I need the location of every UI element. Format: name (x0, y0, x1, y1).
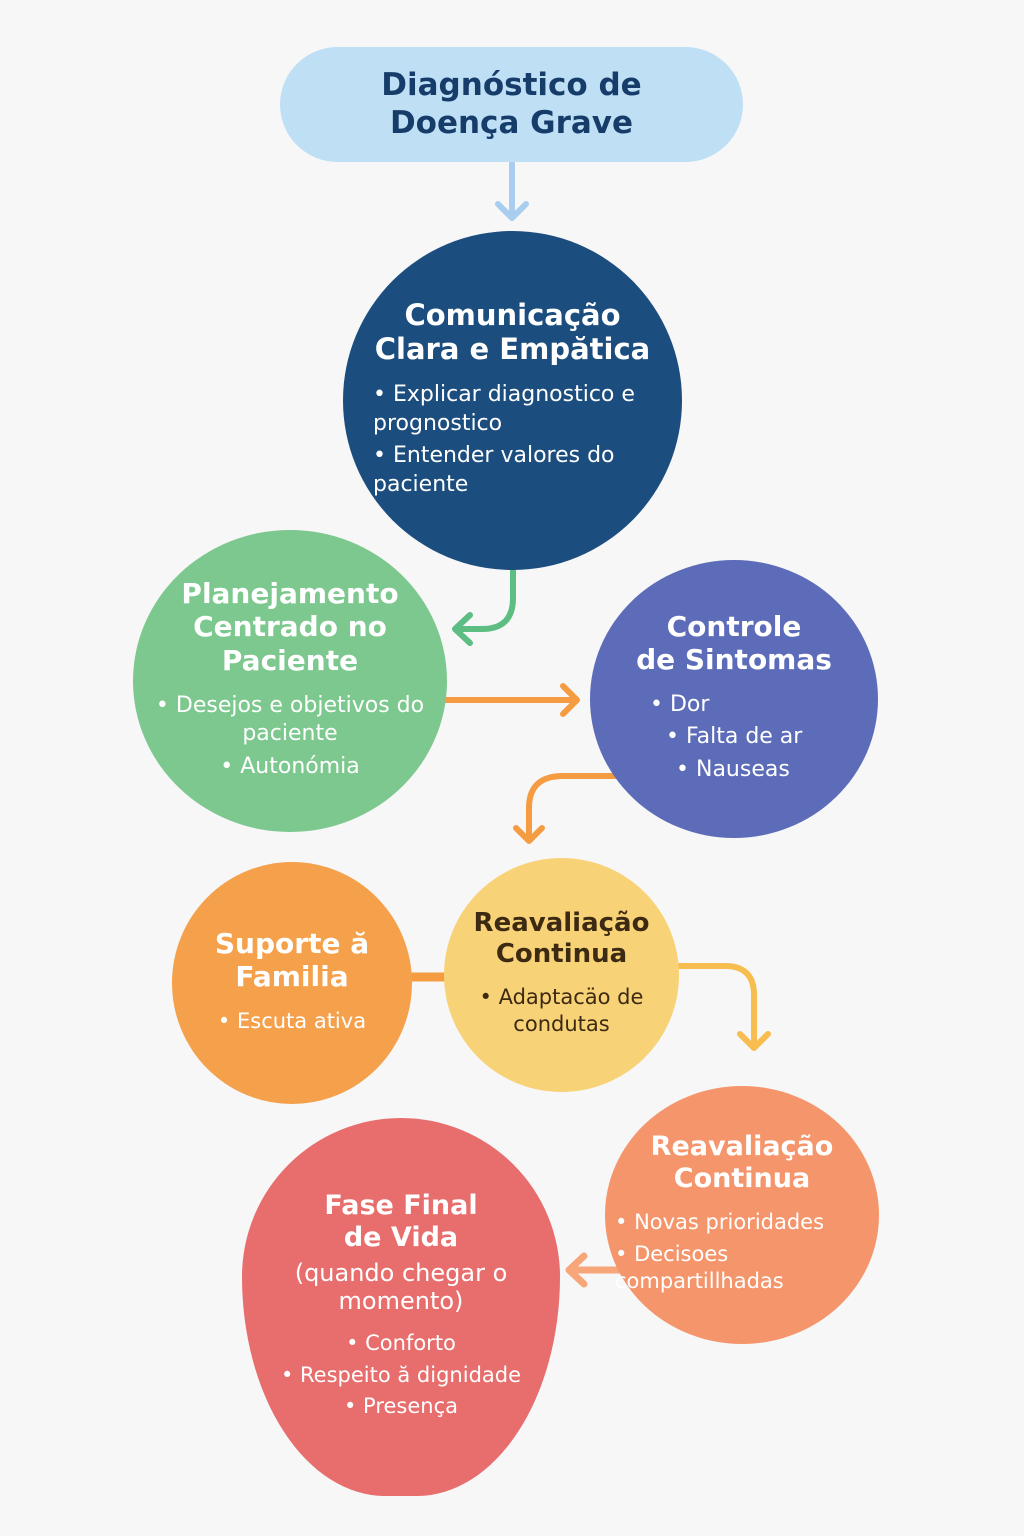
node-title: Reavaliação Continua (650, 1130, 834, 1195)
bullet-list: Escuta ativa (218, 1004, 366, 1039)
bullet-item: Desejos e objetivos do paciente (153, 692, 427, 749)
node-title: Diagnóstico de Doença Grave (381, 67, 642, 141)
bullet-item: Falta de ar (666, 723, 802, 752)
node-title: Reavaliação Continua (473, 907, 650, 969)
node-comunicacao: Comunicação Clara e Empătica Explicar di… (343, 231, 682, 570)
node-title: Controle de Sintomas (636, 609, 832, 677)
node-diagnostico: Diagnóstico de Doença Grave (280, 47, 743, 162)
node-controle-sintomas: Controle de Sintomas Dor Falta de ar Nau… (590, 560, 878, 838)
bullet-item: Dor (650, 691, 802, 720)
arrow-comunicacao-to-planejamento (452, 563, 516, 646)
bullet-item: Adaptacäo de condutas (454, 984, 669, 1039)
bullet-list: Novas prioridades Decisoes compartillhad… (615, 1205, 869, 1299)
bullet-list: Desejos e objetivos do paciente Autonómi… (153, 688, 427, 786)
node-fase-final-de-vida: Fase Final de Vida (quando chegar o mome… (242, 1118, 560, 1496)
bullet-item: Conforto (281, 1330, 521, 1357)
bullet-item: Escuta ativa (218, 1008, 366, 1035)
arrow-reavaliacao1-to-reavaliacao2 (673, 963, 771, 1051)
bullet-list: Adaptacäo de condutas (454, 980, 669, 1043)
node-reavaliacao-continua-2: Reavaliação Continua Novas prioridades D… (605, 1086, 879, 1344)
bullet-list: Dor Falta de ar Nauseas (650, 687, 802, 789)
bullet-list: Explicar diagnostico e prognostico Enten… (373, 377, 652, 503)
arrow-planejamento-to-controle (442, 683, 580, 717)
node-title: Planejamento Centrado no Paciente (181, 576, 399, 677)
bullet-item: Nauseas (676, 756, 802, 785)
bullet-item: Decisoes compartillhadas (615, 1241, 869, 1296)
bullet-item: Explicar diagnostico e prognostico (373, 381, 652, 438)
node-reavaliacao-continua-1: Reavaliação Continua Adaptacäo de condut… (444, 858, 679, 1092)
bullet-item: Novas prioridades (615, 1209, 869, 1236)
bullet-item: Entender valores do paciente (373, 442, 652, 499)
node-subtitle: (quando chegar o momento) (294, 1258, 508, 1316)
node-title: Fase Final de Vida (324, 1189, 478, 1254)
arrow-controle-to-reavaliacao1 (513, 773, 618, 844)
bullet-list: Conforto Respeito ă dignidade Presença (281, 1326, 521, 1424)
bullet-item: Autonómia (153, 753, 427, 782)
arrow-root-to-comunicacao (495, 160, 529, 221)
node-planejamento: Planejamento Centrado no Paciente Desejo… (133, 530, 447, 832)
bullet-item: Respeito ă dignidade (281, 1362, 521, 1389)
node-suporte-familia: Suporte ă Familia Escuta ativa (172, 862, 412, 1104)
node-title: Comunicação Clara e Empătica (374, 297, 651, 367)
node-title: Suporte ă Familia (214, 926, 370, 994)
bullet-item: Presença (281, 1393, 521, 1420)
